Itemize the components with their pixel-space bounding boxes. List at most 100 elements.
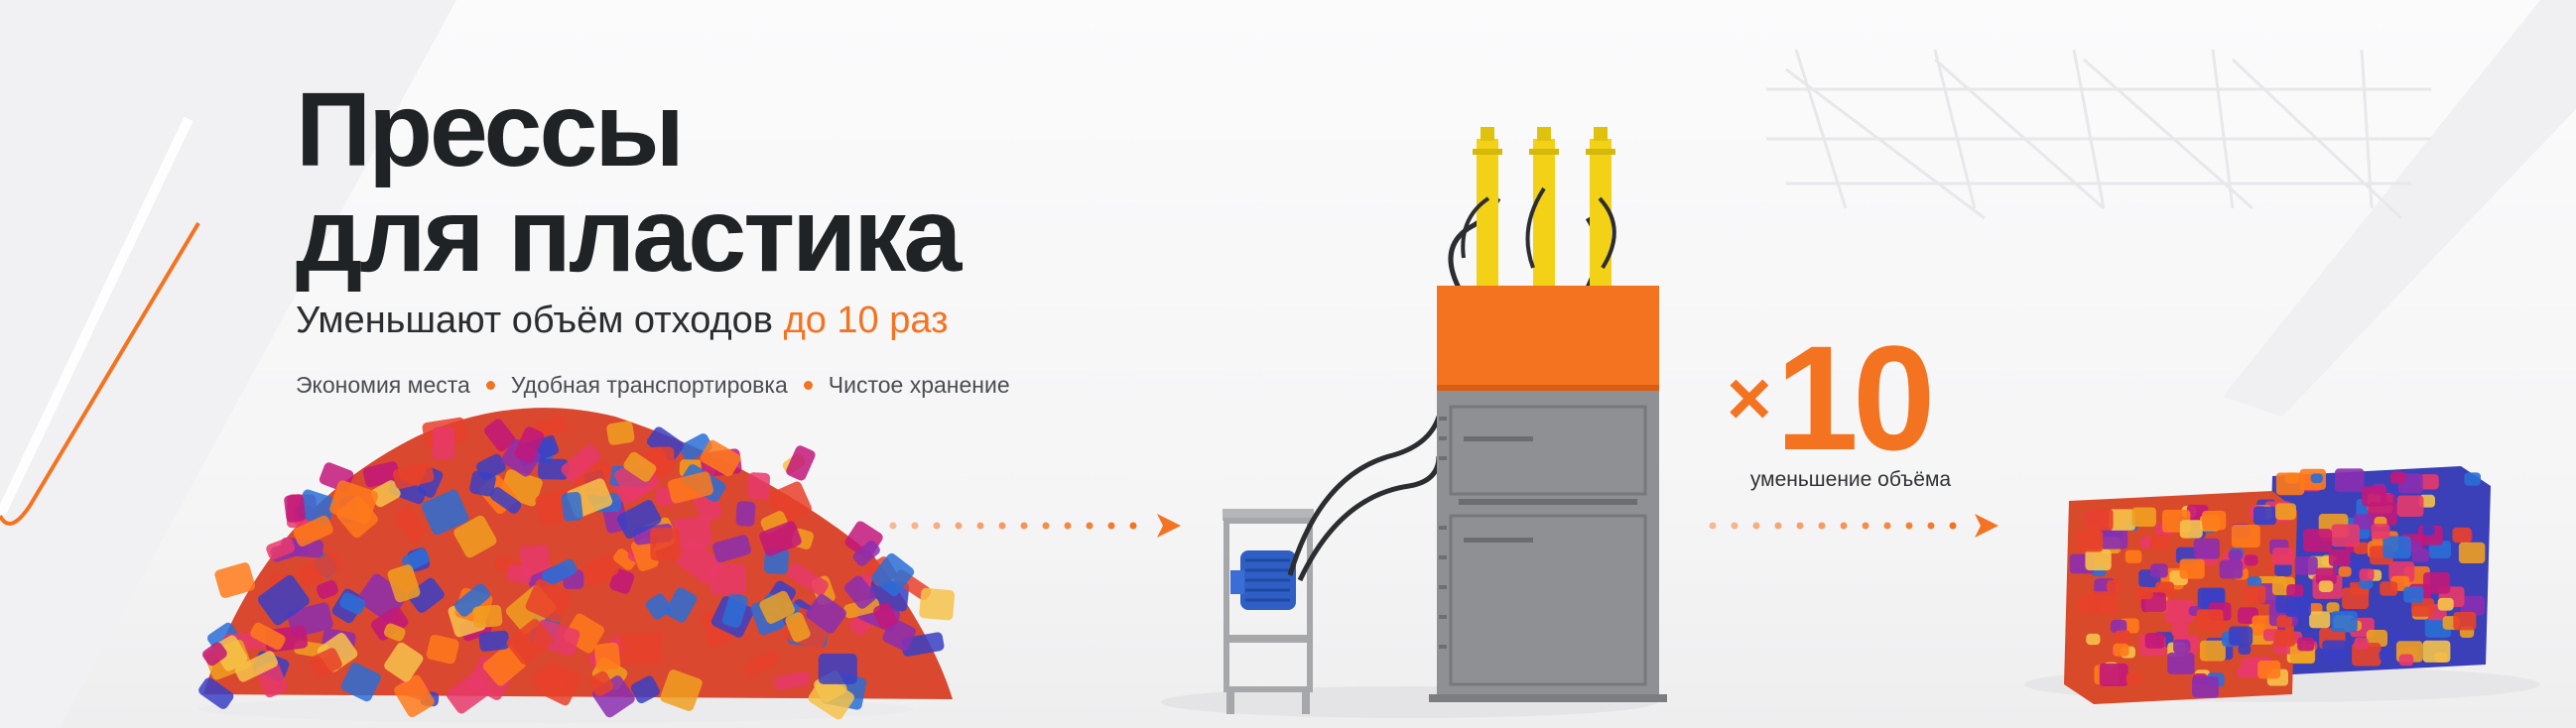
plastic-container-shape <box>472 604 503 629</box>
plastic-container-shape <box>616 500 662 539</box>
compressed-plastic-shape <box>2115 630 2130 644</box>
compressed-plastic-shape <box>2086 633 2101 646</box>
compressed-plastic-shape <box>2179 558 2205 579</box>
plastic-container-shape <box>387 564 421 603</box>
bullet-dot-icon <box>803 381 813 390</box>
multiply-sign: × <box>1727 354 1772 441</box>
compressed-plastic-shape <box>2274 503 2296 521</box>
feature-item: Чистое хранение <box>828 372 1010 398</box>
plastic-container-shape <box>478 630 510 652</box>
plastic-container-shape <box>561 491 583 522</box>
plastic-container-shape <box>201 642 227 667</box>
plastic-container-shape <box>673 516 712 550</box>
plastic-container-shape <box>394 674 435 718</box>
compressed-plastic-shape <box>2286 584 2304 598</box>
plastic-container-shape <box>843 575 876 609</box>
plastic-container-shape <box>647 426 684 461</box>
plastic-container-shape <box>453 515 497 558</box>
reduction-multiplier: × 10 <box>1727 314 1936 481</box>
compressed-plastic-shape <box>2107 579 2124 593</box>
title-line-2: для пластика <box>296 177 962 294</box>
compressed-plastic-shape <box>2199 640 2226 662</box>
bullet-dot-icon <box>485 381 495 390</box>
compressed-plastic-shape <box>2396 495 2424 517</box>
plastic-container-shape <box>613 548 637 570</box>
plastic-container-shape <box>293 515 333 547</box>
compressed-plastic-shape <box>2338 566 2352 577</box>
plastic-container-shape <box>484 419 516 452</box>
plastic-container-shape <box>432 426 455 460</box>
compressed-plastic-shape <box>2383 536 2411 559</box>
compressed-plastic-shape <box>2192 675 2220 698</box>
plastic-container-shape <box>392 462 435 489</box>
plastic-container-shape <box>383 623 406 642</box>
compressed-plastic-shape <box>2196 609 2224 631</box>
compressed-plastic-shape <box>2326 602 2340 613</box>
compressed-plastic-shape <box>2231 525 2260 548</box>
compressed-plastic-shape <box>2335 468 2365 492</box>
compressed-plastic-shape <box>2309 611 2331 629</box>
plastic-container-shape <box>806 594 846 634</box>
compressed-plastic-shape <box>2342 587 2370 610</box>
compressed-plastic-shape <box>2076 530 2104 552</box>
compressed-plastic-shape <box>2297 637 2315 652</box>
plastic-container-shape <box>489 487 522 514</box>
plastic-container-shape <box>759 590 795 624</box>
compressed-plastic-shape <box>2247 576 2262 588</box>
compressed-plastic-shape <box>2253 506 2277 526</box>
plastic-container-shape <box>606 421 635 445</box>
press-top <box>1437 286 1659 391</box>
compressed-plastic-shape <box>2244 554 2258 566</box>
compressed-plastic-shape <box>2237 666 2252 678</box>
compressed-plastic-shape <box>2086 509 2114 531</box>
plastic-container-shape <box>384 642 424 682</box>
feature-item: Удобная транспортировка <box>510 372 788 398</box>
compressed-plastic-shape <box>2464 472 2481 486</box>
subtitle-accent: до 10 раз <box>783 300 949 341</box>
plastic-container-shape <box>214 562 256 598</box>
multiplier-value: 10 <box>1775 314 1936 481</box>
compressed-plastic-shape <box>2318 580 2334 592</box>
plastic-container-shape <box>506 619 554 666</box>
plastic-container-shape <box>645 593 672 620</box>
compressed-plastic-shape <box>2088 591 2118 615</box>
compressed-plastic-shape <box>2100 527 2128 549</box>
plastic-container-shape <box>619 632 663 666</box>
compressed-plastic-shape <box>2144 632 2165 649</box>
compressed-plastic-shape <box>2113 643 2129 657</box>
plastic-container-shape <box>649 446 675 472</box>
compressed-plastic-shape <box>2419 474 2439 490</box>
plastic-container-shape <box>774 670 810 690</box>
compressed-plastic-shape <box>2125 672 2141 685</box>
compressed-plastic-shape <box>2276 615 2292 628</box>
compressed-plastic-shape <box>2167 652 2195 674</box>
compressed-plastic-shape <box>2359 577 2374 589</box>
plastic-container-shape <box>852 541 880 566</box>
plastic-container-shape <box>329 480 378 525</box>
compressed-plastic-shape <box>2302 529 2333 552</box>
compressed-plastic-shape <box>2422 640 2451 663</box>
compressed-plastic-shape <box>2138 587 2153 600</box>
plastic-container-shape <box>594 642 621 671</box>
compressed-plastic-shape <box>2238 644 2252 655</box>
plastic-container-shape <box>198 677 234 709</box>
compressed-plastic-shape <box>2331 611 2358 633</box>
compressed-plastic-shape <box>2228 549 2243 561</box>
plastic-container-shape <box>623 451 657 482</box>
plastic-container-shape <box>514 426 545 463</box>
plastic-container-shape <box>871 552 915 597</box>
plastic-container-shape <box>665 587 698 623</box>
plastic-container-shape <box>453 583 491 617</box>
compressed-plastic-shape <box>2272 547 2295 565</box>
compressed-plastic-shape <box>2171 623 2189 637</box>
compressed-plastic-shape <box>2229 626 2254 646</box>
plastic-container-shape <box>588 670 614 696</box>
compressed-plastic-shape <box>2131 507 2156 528</box>
hydraulic-station <box>1223 509 1314 714</box>
compressed-plastic-shape <box>2422 525 2435 536</box>
